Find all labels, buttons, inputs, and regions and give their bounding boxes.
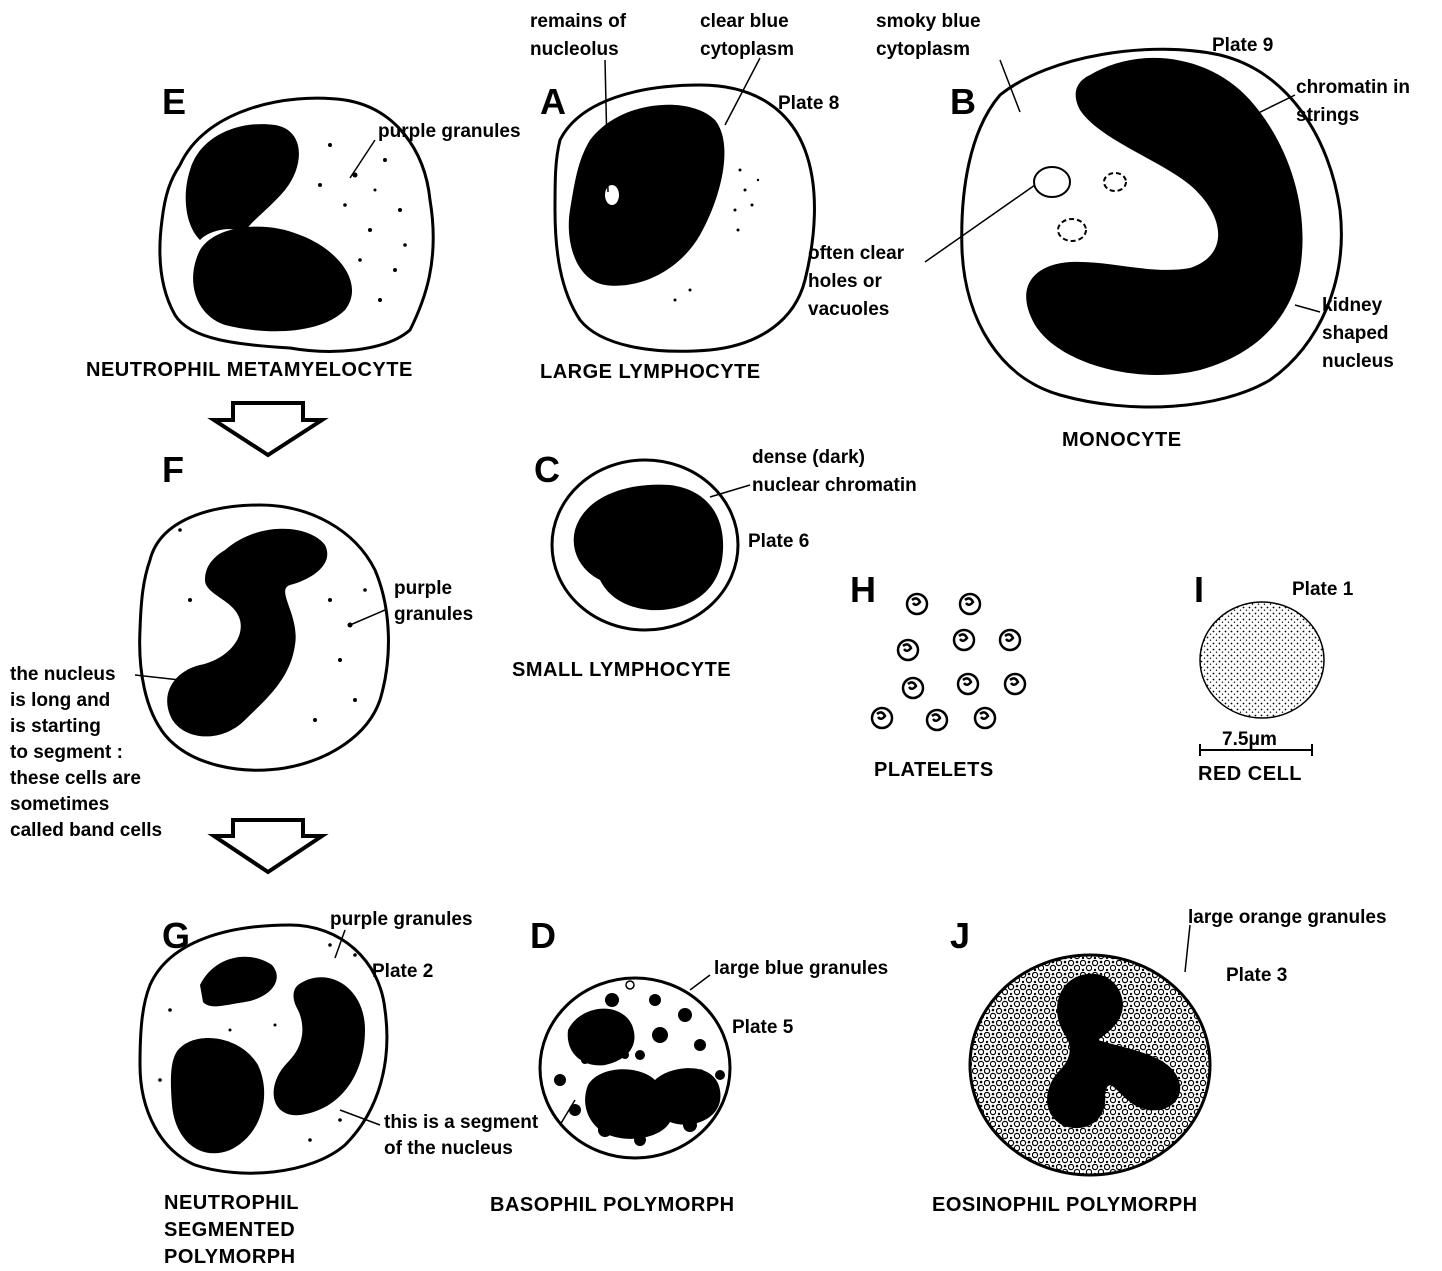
cell-D-basophil <box>540 975 730 1158</box>
caption-platelets: PLATELETS <box>874 760 994 780</box>
caption-large-lymphocyte: LARGE LYMPHOCYTE <box>540 362 761 382</box>
cell-letter-H: H <box>850 572 876 608</box>
annotation-clear-blue-cytoplasm: clear blue cytoplasm <box>700 8 794 64</box>
plate-label-5: Plate 5 <box>732 1014 793 1042</box>
annotation-purple-granules: purple granules <box>378 118 521 146</box>
cell-A-large-lymphocyte <box>555 58 814 351</box>
plate-label-9: Plate 9 <box>1212 32 1273 60</box>
caption-red-cell: RED CELL <box>1198 764 1302 784</box>
cell-letter-A: A <box>540 84 566 120</box>
caption-eosinophil-polymorph: EOSINOPHIL POLYMORPH <box>932 1195 1198 1215</box>
cell-letter-E: E <box>162 84 186 120</box>
annotation-large-orange-granules: large orange granules <box>1188 904 1387 932</box>
annotation-large-blue-granules: large blue granules <box>714 955 888 983</box>
caption-neutrophil-segmented-polymorph: NEUTROPHIL SEGMENTED POLYMORPH <box>164 1190 299 1271</box>
annotation-clear-holes-vacuoles: often clear holes or vacuoles <box>808 240 904 324</box>
annotation-remains-of-nucleolus: remains of nucleolus <box>530 8 626 64</box>
arrow-1 <box>214 403 322 455</box>
plate-label-8: Plate 8 <box>778 90 839 118</box>
annotation-purple-granules-seg: purple granules <box>330 906 473 934</box>
cell-G-neutrophil-segmented <box>140 925 387 1173</box>
cell-letter-C: C <box>534 452 560 488</box>
caption-basophil-polymorph: BASOPHIL POLYMORPH <box>490 1195 735 1215</box>
arrow-2 <box>214 820 322 872</box>
cell-F-band-neutrophil <box>135 505 388 770</box>
cell-letter-D: D <box>530 918 556 954</box>
annotation-kidney-shaped-nucleus: kidney shaped nucleus <box>1322 292 1394 376</box>
platelet-group <box>872 594 1025 730</box>
caption-small-lymphocyte: SMALL LYMPHOCYTE <box>512 660 731 680</box>
cell-B-monocyte <box>925 49 1341 407</box>
annotation-purple-granules-band: purple granules <box>394 576 473 628</box>
cell-letter-B: B <box>950 84 976 120</box>
cell-letter-J: J <box>950 918 970 954</box>
plate-label-2: Plate 2 <box>372 958 433 986</box>
plate-label-6: Plate 6 <box>748 528 809 556</box>
caption-neutrophil-metamyelocyte: NEUTROPHIL METAMYELOCYTE <box>86 360 413 380</box>
annotation-smoky-blue-cytoplasm: smoky blue cytoplasm <box>876 8 981 64</box>
plate-label-3: Plate 3 <box>1226 962 1287 990</box>
plate-label-1: Plate 1 <box>1292 576 1353 604</box>
caption-monocyte: MONOCYTE <box>1062 430 1182 450</box>
cell-letter-G: G <box>162 918 190 954</box>
cell-C-small-lymphocyte <box>552 460 750 630</box>
annotation-segment-of-nucleus: this is a segment of the nucleus <box>384 1110 538 1162</box>
scale-bar-label: 7.5μm <box>1222 726 1277 754</box>
cell-letter-F: F <box>162 452 184 488</box>
annotation-dense-nuclear-chromatin: dense (dark) nuclear chromatin <box>752 444 917 500</box>
annotation-chromatin-in-strings: chromatin in strings <box>1296 74 1410 130</box>
cell-J-eosinophil <box>970 925 1210 1175</box>
annotation-band-cell-description: the nucleus is long and is starting to s… <box>10 662 162 844</box>
cell-letter-I: I <box>1194 572 1204 608</box>
